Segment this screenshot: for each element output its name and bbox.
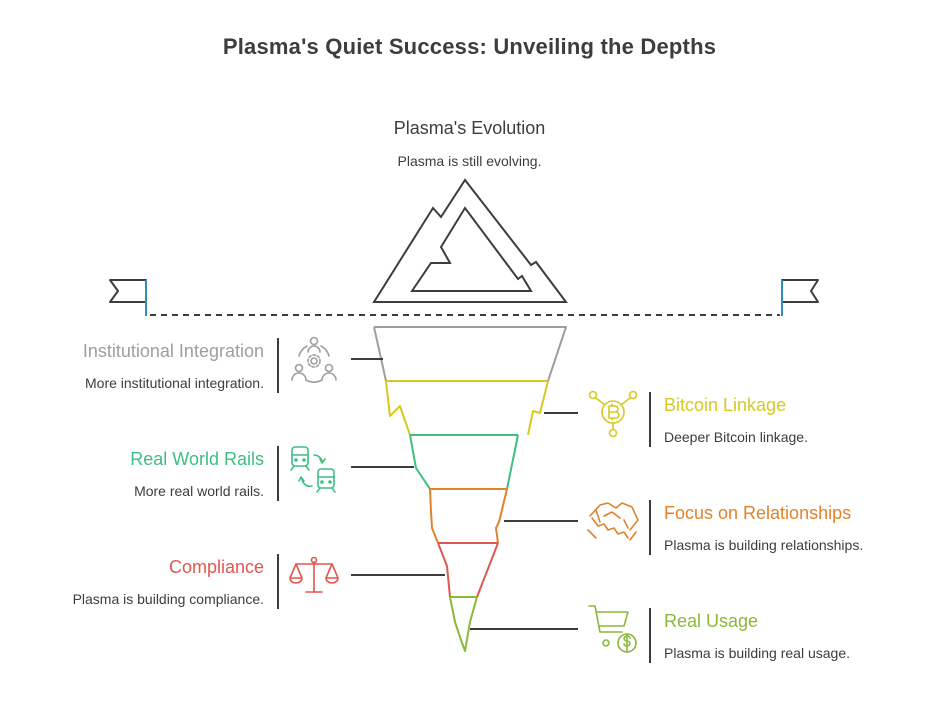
scales-icon [289,556,339,593]
funnel-layers [373,326,567,652]
people-network-icon [291,336,337,383]
trains-icon [290,446,336,493]
diagram-title: Plasma's Quiet Success: Unveiling the De… [222,34,717,59]
institutional-integration-description: More institutional integration. [85,375,264,391]
institutional-integration-label: Institutional Integration [82,341,264,361]
layer-relationships [429,488,508,544]
cart-dollar-icon [588,605,637,653]
bitcoin-linkage-description: Deeper Bitcoin linkage. [664,429,808,445]
real-world-rails-description: More real world rails. [134,483,264,499]
separators [277,338,651,663]
real-usage-label: Real Usage [664,611,759,631]
bitcoin-linkage-label: Bitcoin Linkage [664,395,787,415]
real-world-rails-label: Real World Rails [130,449,264,469]
layer-usage [449,596,478,652]
layer-bitcoin [385,380,549,436]
left-flag [109,279,147,316]
handshake-icon [587,502,639,541]
focus-on-relationships-description: Plasma is building relationships. [664,537,864,553]
evolution-description: Plasma is still evolving. [397,153,542,169]
right-flag [781,279,819,316]
focus-on-relationships-label: Focus on Relationships [664,503,852,523]
layer-compliance [437,542,499,598]
evolution-title: Plasma's Evolution [393,118,546,138]
real-usage-description: Plasma is building real usage. [664,645,850,661]
compliance-label: Compliance [168,557,264,577]
layer-institutional [373,326,567,382]
connectors [351,358,578,630]
layer-rails [409,434,519,490]
iceberg-tip [372,178,568,303]
compliance-description: Plasma is building compliance. [72,591,264,607]
bitcoin-network-icon [588,390,638,438]
